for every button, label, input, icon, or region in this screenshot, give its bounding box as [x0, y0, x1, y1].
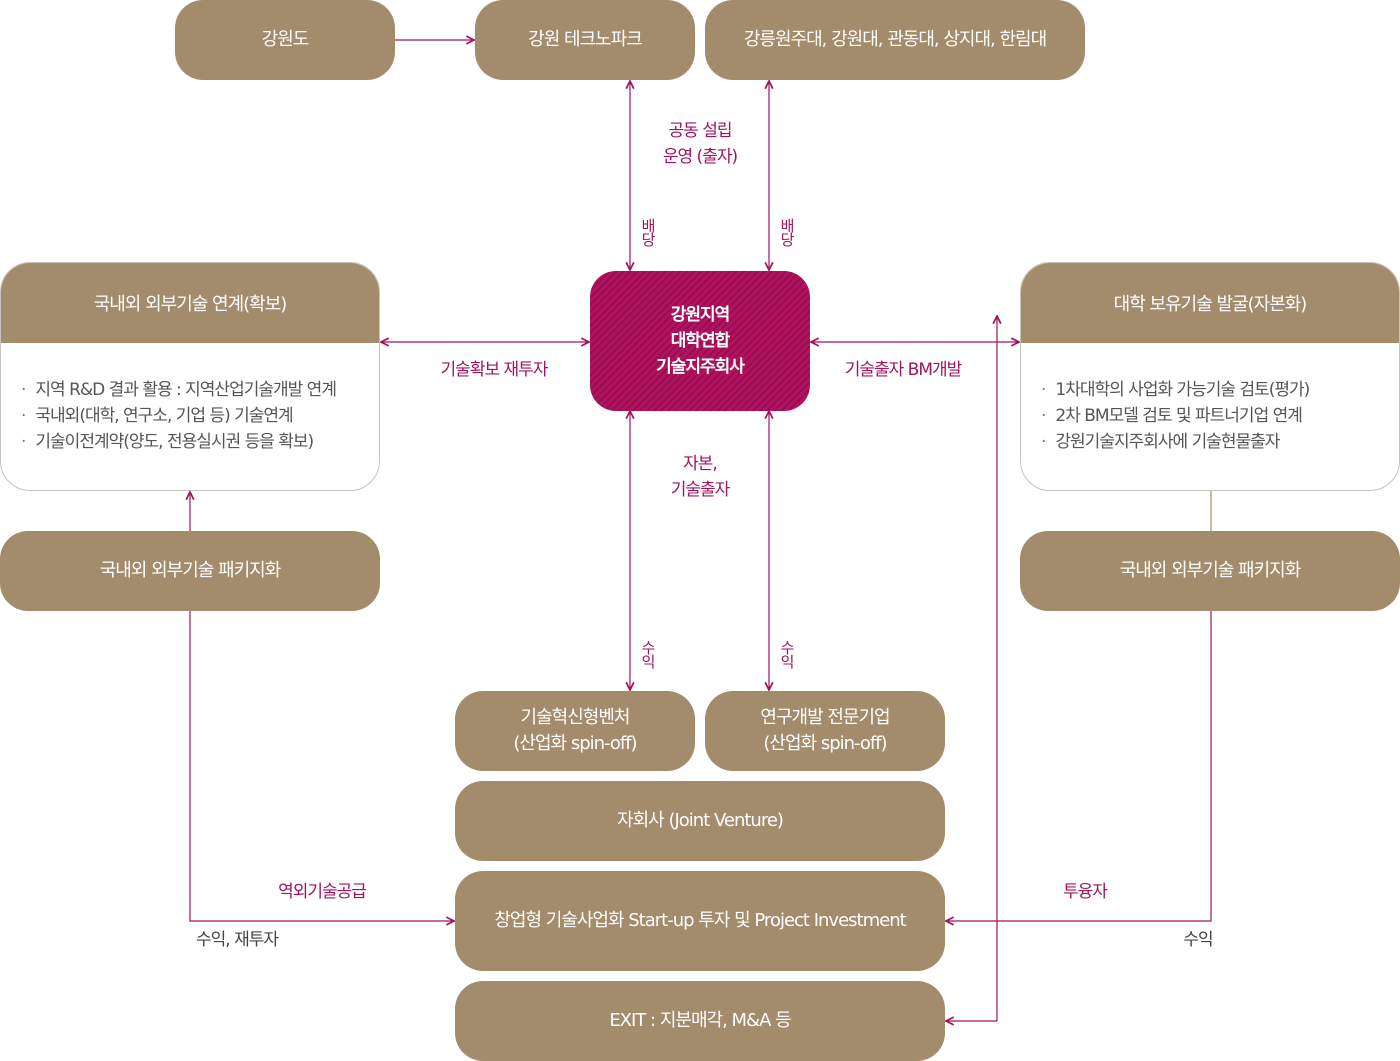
invest-bm-label: 기술출자 BM개발 — [844, 360, 963, 380]
exit-box: EXIT : 지분매각, M&A 등 — [455, 981, 945, 1061]
list-item: 지역 R&D 결과 활용 : 지역산업기술개발 연계 — [21, 377, 361, 403]
list-item: 2차 BM모델 검토 및 파트너기업 연계 — [1041, 403, 1381, 429]
profit-right-label: 수익 — [778, 640, 796, 668]
gangwon-label: 강원도 — [261, 29, 310, 50]
rnd-line1: 연구개발 전문기업 — [760, 707, 890, 728]
arrow-left-startup — [189, 611, 454, 921]
holding-company-line1: 강원지역 — [670, 305, 731, 325]
venture-line2: (산업화 spin-off) — [513, 733, 637, 754]
holding-company-line2: 대학연합 — [670, 331, 731, 351]
found-label: 공동 설립 운영 (출자) — [640, 118, 760, 170]
startup-box: 창업형 기술사업화 Start-up 투자 및 Project Investme… — [455, 871, 945, 971]
universities-box: 강릉원주대, 강원대, 관동대, 상지대, 한림대 — [705, 0, 1085, 80]
capital-line1: 자본, — [683, 454, 718, 474]
list-item: 기술이전계약(양도, 전용실시권 등을 확보) — [21, 429, 361, 455]
holding-company-line3: 기술지주회사 — [656, 357, 745, 377]
capital-line2: 기술출자 — [670, 480, 731, 500]
list-item: 국내외(대학, 연구소, 기업 등) 기술연계 — [21, 403, 361, 429]
left-panel-list: 지역 R&D 결과 활용 : 지역산업기술개발 연계 국내외(대학, 연구소, … — [1, 343, 379, 455]
universities-label: 강릉원주대, 강원대, 관동대, 상지대, 한림대 — [743, 29, 1047, 50]
supply-label: 역외기술공급 — [278, 882, 367, 902]
profit-left-label: 수익 — [639, 640, 657, 668]
technopark-label: 강원 테크노파크 — [528, 29, 643, 50]
left-package-box: 국내외 외부기술 패키지화 — [0, 531, 380, 611]
left-package-label: 국내외 외부기술 패키지화 — [99, 560, 282, 581]
found-line2: 운영 (출자) — [662, 147, 738, 167]
holding-company-box: 강원지역 대학연합 기술지주회사 — [590, 271, 810, 411]
right-panel-list: 1차대학의 사업화 가능기술 검토(평가) 2차 BM모델 검토 및 파트너기업… — [1021, 343, 1399, 455]
dividend-right-label: 배당 — [778, 218, 796, 246]
dividend-left-label: 배당 — [639, 218, 657, 246]
arrow-right-startup — [946, 611, 1212, 921]
rnd-box: 연구개발 전문기업 (산업화 spin-off) — [705, 691, 945, 771]
found-line1: 공동 설립 — [668, 121, 733, 141]
exit-label: EXIT : 지분매각, M&A 등 — [609, 1010, 791, 1031]
left-panel: 국내외 외부기술 연계(확보) 지역 R&D 결과 활용 : 지역산업기술개발 … — [0, 262, 380, 491]
list-item: 강원기술지주회사에 기술현물출자 — [1041, 429, 1381, 455]
profit-bottom-label: 수익 — [1183, 930, 1213, 950]
capital-label: 자본, 기술출자 — [640, 451, 760, 503]
right-package-label: 국내외 외부기술 패키지화 — [1119, 560, 1302, 581]
secure-label: 기술확보 재투자 — [440, 360, 549, 380]
gangwon-box: 강원도 — [175, 0, 395, 80]
right-panel: 대학 보유기술 발굴(자본화) 1차대학의 사업화 가능기술 검토(평가) 2차… — [1020, 262, 1400, 491]
jv-box: 자회사 (Joint Venture) — [455, 781, 945, 861]
jv-label: 자회사 (Joint Venture) — [617, 810, 784, 831]
financing-label: 투융자 — [1063, 882, 1108, 902]
right-package-box: 국내외 외부기술 패키지화 — [1020, 531, 1400, 611]
venture-box: 기술혁신형벤처 (산업화 spin-off) — [455, 691, 695, 771]
startup-label: 창업형 기술사업화 Start-up 투자 및 Project Investme… — [494, 910, 906, 931]
profit-reinvest-label: 수익, 재투자 — [195, 930, 279, 950]
rnd-line2: (산업화 spin-off) — [763, 733, 887, 754]
venture-line1: 기술혁신형벤처 — [520, 707, 631, 728]
right-panel-title: 대학 보유기술 발굴(자본화) — [1021, 263, 1399, 343]
left-panel-title: 국내외 외부기술 연계(확보) — [1, 263, 379, 343]
technopark-box: 강원 테크노파크 — [475, 0, 695, 80]
list-item: 1차대학의 사업화 가능기술 검토(평가) — [1041, 377, 1381, 403]
